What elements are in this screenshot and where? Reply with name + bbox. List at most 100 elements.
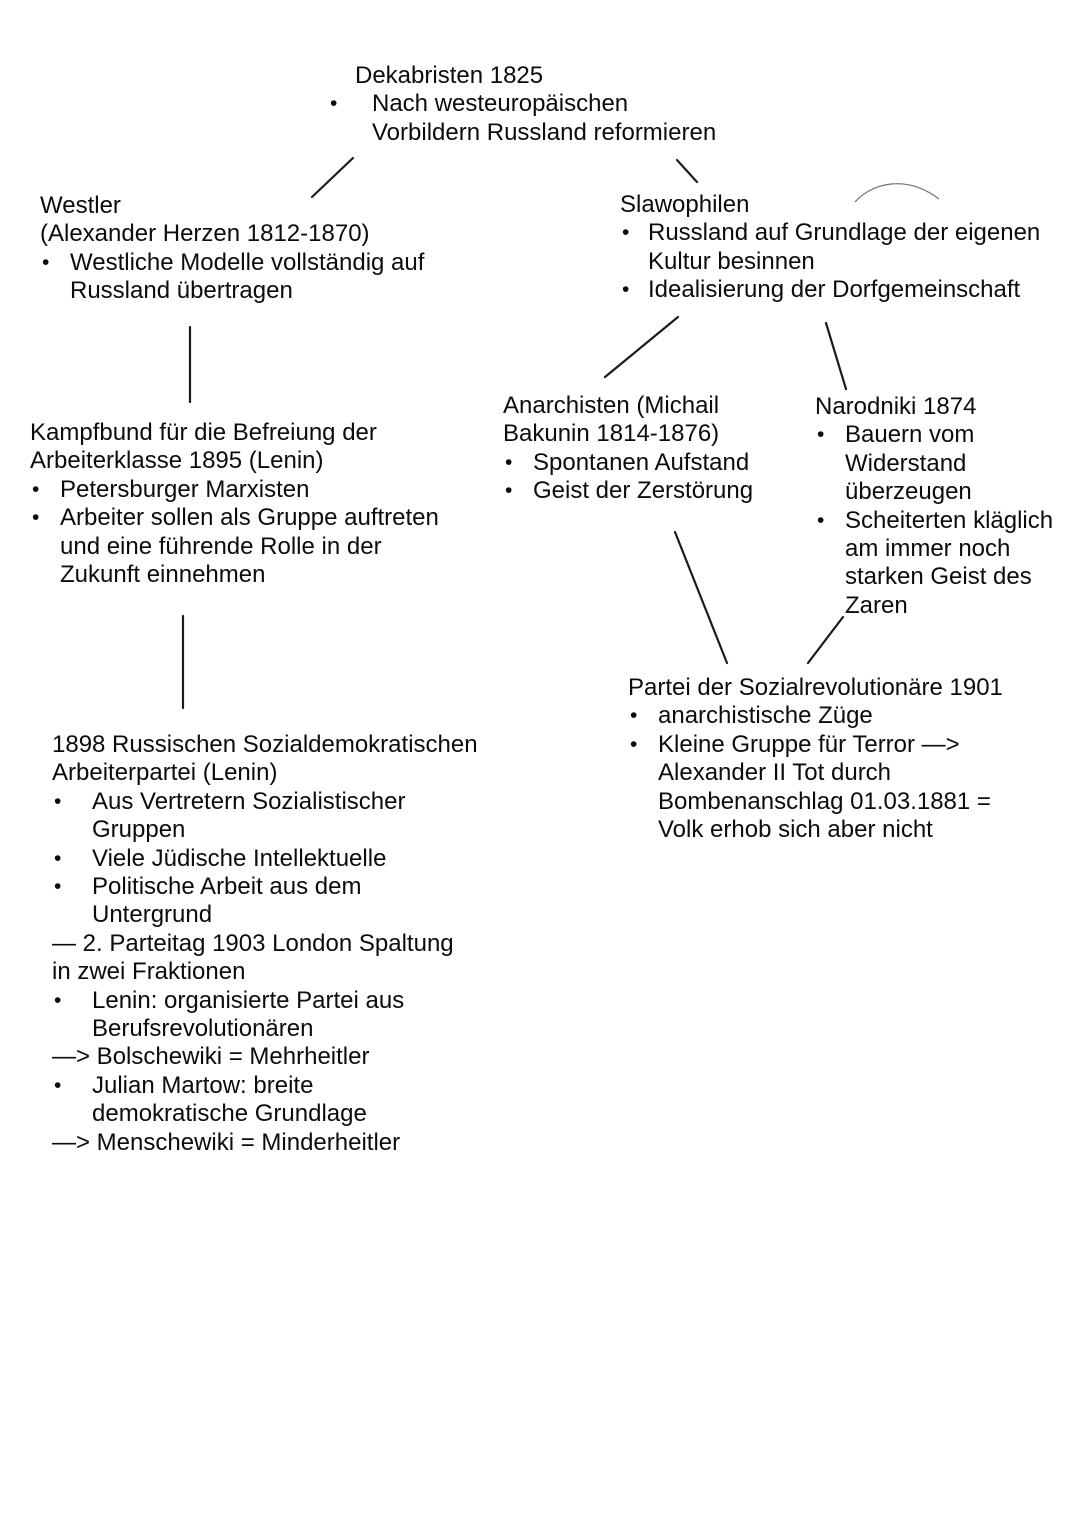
bullet-text: Bauern vom: [845, 421, 975, 449]
bullet-cont-text: Berufsrevolutionären: [92, 1015, 314, 1043]
bullet-line: • Viele Jüdische Intellektuelle: [52, 845, 478, 873]
node-title: Dekabristen 1825: [355, 62, 544, 89]
bullet-icon: •: [32, 506, 40, 530]
bullet-text: Idealisierung der Dorfgemeinschaft: [648, 276, 1021, 304]
node-dekabristen: Dekabristen 1825 •Nach westeuropäischen …: [328, 62, 716, 147]
connector-slawophilen-narodniki: [824, 321, 848, 391]
bullet-icon: •: [54, 988, 62, 1012]
bullet-line: • Geist der Zerstörung: [503, 477, 753, 505]
node-slawophilen: Slawophilen • Russland auf Grundlage der …: [620, 191, 1040, 305]
node-subtitle: Arbeiterpartei (Lenin): [52, 759, 278, 787]
bullet-line: • Idealisierung der Dorfgemeinschaft: [620, 276, 1040, 304]
bullet-icon: •: [505, 450, 513, 474]
bullet-cont-text: Gruppen: [92, 816, 186, 844]
bullet-icon: •: [817, 508, 825, 532]
bullet-text: Scheiterten kläglich: [845, 506, 1054, 534]
bullet-line: • Kleine Gruppe für Terror —>: [628, 731, 1003, 759]
bullet-line: • Westliche Modelle vollständig auf: [40, 249, 424, 277]
node-rsdap-1898: 1898 Russischen Sozialdemokratischen Arb…: [52, 731, 478, 1157]
bullet-cont-text: Untergrund: [92, 901, 213, 929]
bullet-text: Lenin: organisierte Partei aus: [92, 986, 405, 1014]
connector-dekabristen-slawophilen: [675, 158, 699, 184]
bullet-cont-text: Kultur besinnen: [648, 247, 815, 275]
node-title: Slawophilen: [620, 191, 750, 218]
bullet-cont-text: Alexander II Tot durch: [658, 759, 892, 787]
node-title: Narodniki 1874: [815, 393, 977, 420]
connector-anarchisten-partei: [673, 530, 729, 665]
bullet-text: Russland auf Grundlage der eigenen: [648, 219, 1041, 247]
connector-dekabristen-westler: [310, 156, 355, 199]
bullet-text: Viele Jüdische Intellektuelle: [92, 844, 387, 872]
bullet-text: anarchistische Züge: [658, 702, 873, 730]
bullet-icon: •: [630, 732, 638, 756]
bullet-cont-text: überzeugen: [845, 478, 972, 506]
bullet-cont-text: Volk erhob sich aber nicht: [658, 816, 933, 844]
node-partei-sozialrevolutionaere: Partei der Sozialrevolutionäre 1901 • ana…: [628, 674, 1003, 844]
bullet-line: • Lenin: organisierte Partei aus: [52, 987, 478, 1015]
connector-slawophilen-anarchisten: [603, 315, 680, 379]
bullet-line: • Bauern vom: [815, 421, 1053, 449]
pen-arc-mark: [854, 183, 940, 203]
node-westler: Westler (Alexander Herzen 1812-1870) • We…: [40, 192, 424, 306]
node-subtitle: (Alexander Herzen 1812-1870): [40, 220, 370, 248]
node-anarchisten: Anarchisten (Michail Bakunin 1814-1876) …: [503, 392, 753, 506]
bullet-text: Nach westeuropäischen: [372, 90, 629, 118]
bullet-icon: •: [622, 278, 630, 302]
bullet-line: • Politische Arbeit aus dem: [52, 873, 478, 901]
node-title: Kampfbund für die Befreiung der: [30, 419, 377, 446]
bullet-icon: •: [622, 221, 630, 245]
bullet-line: • Aus Vertretern Sozialistischer: [52, 788, 478, 816]
bullet-icon: •: [54, 1073, 62, 1097]
bullet-text: Arbeiter sollen als Gruppe auftreten: [60, 504, 439, 532]
bullet-cont-text: demokratische Grundlage: [92, 1100, 367, 1128]
connector-narodniki-partei: [806, 615, 845, 665]
node-title: 1898 Russischen Sozialdemokratischen: [52, 731, 478, 758]
bullet-text: Geist der Zerstörung: [533, 477, 754, 505]
bullet-text: Politische Arbeit aus dem: [92, 873, 362, 901]
bullet-icon: •: [817, 423, 825, 447]
bullet-cont-text: Widerstand: [845, 449, 967, 477]
bullet-cont-text: starken Geist des: [845, 563, 1032, 591]
dash-note-cont: in zwei Fraktionen: [52, 958, 246, 986]
bullet-cont-text: Vorbildern Russland reformieren: [372, 118, 717, 146]
bullet-cont-text: und eine führende Rolle in der: [60, 532, 382, 560]
node-subtitle: Bakunin 1814-1876): [503, 420, 720, 448]
node-title: Partei der Sozialrevolutionäre 1901: [628, 674, 1003, 701]
bullet-icon: •: [505, 479, 513, 503]
bullet-cont-text: Zukunft einnehmen: [60, 561, 266, 589]
node-kampfbund: Kampfbund für die Befreiung der Arbeiter…: [30, 419, 439, 589]
bullet-icon: •: [42, 250, 50, 274]
bullet-line: • Petersburger Marxisten: [30, 476, 439, 504]
bullet-cont-text: Bombenanschlag 01.03.1881 =: [658, 787, 991, 815]
arrow-note-bolschewiki: —> Bolschewiki = Mehrheitler: [52, 1043, 370, 1071]
bullet-icon: •: [330, 92, 338, 116]
node-title: Westler: [40, 192, 121, 219]
bullet-icon: •: [54, 846, 62, 870]
node-subtitle: Arbeiterklasse 1895 (Lenin): [30, 447, 324, 475]
bullet-text: Aus Vertretern Sozialistischer: [92, 787, 406, 815]
bullet-icon: •: [630, 704, 638, 728]
bullet-cont-text: am immer noch: [845, 535, 1011, 563]
arrow-note-menschewiki: —> Menschewiki = Minderheitler: [52, 1128, 401, 1156]
bullet-line: • Scheiterten kläglich: [815, 507, 1053, 535]
bullet-cont-text: Zaren: [845, 591, 908, 619]
bullet-text: Spontanen Aufstand: [533, 448, 750, 476]
bullet-text: Kleine Gruppe für Terror —>: [658, 730, 960, 758]
bullet-text: Julian Martow: breite: [92, 1071, 314, 1099]
bullet-icon: •: [54, 789, 62, 813]
bullet-cont-text: Russland übertragen: [70, 277, 293, 305]
bullet-line: • anarchistische Züge: [628, 702, 1003, 730]
bullet-line: • Arbeiter sollen als Gruppe auftreten: [30, 504, 439, 532]
node-title: Anarchisten (Michail: [503, 392, 720, 419]
bullet-line: • Nach westeuropäischen: [328, 90, 716, 118]
bullet-line: • Spontanen Aufstand: [503, 449, 753, 477]
bullet-icon: •: [54, 875, 62, 899]
node-narodniki: Narodniki 1874 • Bauern vom Widerstand üb…: [815, 393, 1053, 620]
bullet-text: Petersburger Marxisten: [60, 475, 310, 503]
bullet-line: • Russland auf Grundlage der eigenen: [620, 219, 1040, 247]
bullet-line: • Julian Martow: breite: [52, 1072, 478, 1100]
bullet-text: Westliche Modelle vollständig auf: [70, 248, 425, 276]
bullet-icon: •: [32, 477, 40, 501]
